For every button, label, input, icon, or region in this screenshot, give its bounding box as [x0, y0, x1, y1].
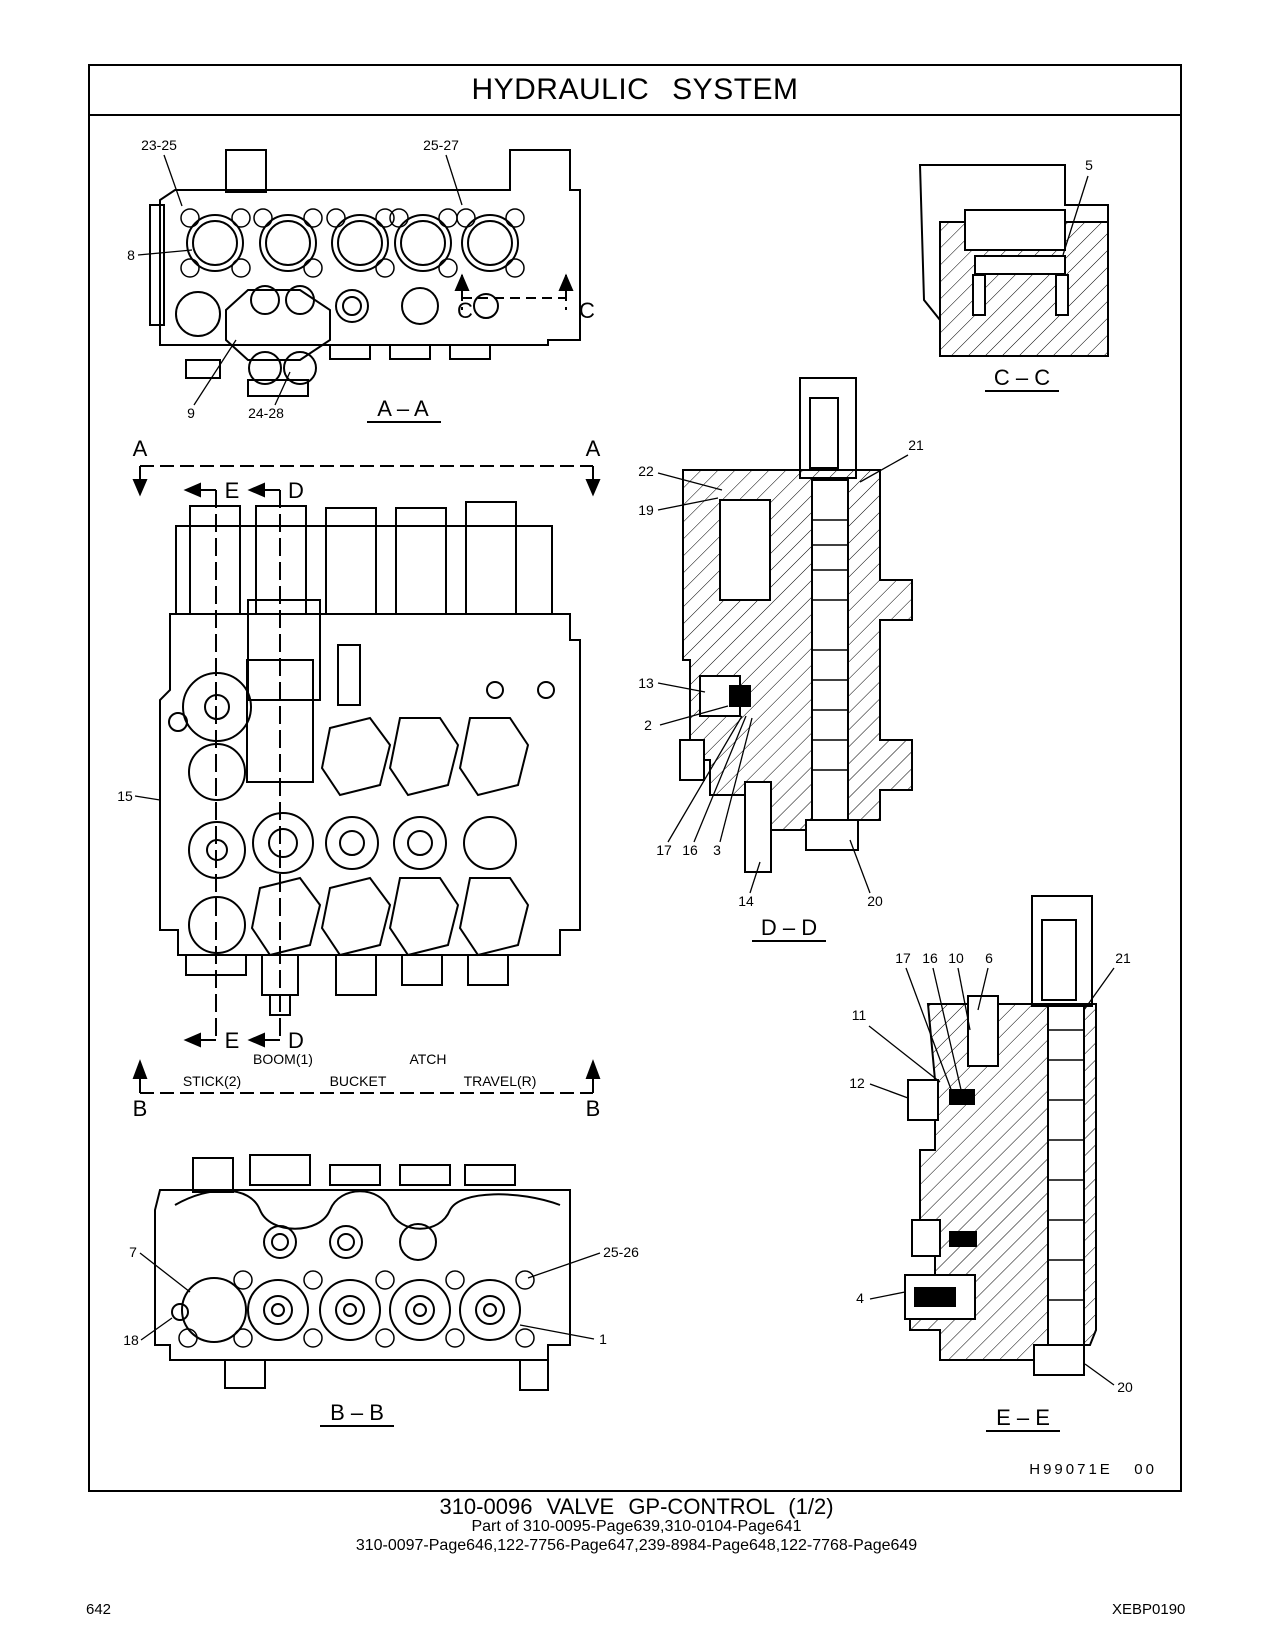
document-code: XEBP0190	[1112, 1601, 1186, 1618]
caption-title: 310-0096 VALVE GP-CONTROL (1/2)	[439, 1494, 834, 1519]
callout: 20	[867, 893, 883, 909]
caption-line-1: Part of 310-0095-Page639,310-0104-Page64…	[471, 1518, 802, 1535]
callout: 23-25	[141, 137, 177, 153]
cut-mark-c-right: C	[579, 298, 595, 323]
callout: 20	[1117, 1379, 1133, 1395]
section-label-boom: BOOM(1)	[253, 1051, 313, 1067]
callout: 5	[1085, 157, 1093, 173]
callout: 18	[123, 1332, 139, 1348]
callout: 21	[1115, 950, 1131, 966]
callout: 10	[948, 950, 964, 966]
callout: 17	[895, 950, 911, 966]
callout: 15	[117, 788, 133, 804]
cut-mark-d-top: D	[288, 478, 304, 503]
section-title-bb: B – B	[330, 1400, 384, 1425]
callouts-dd: 21 22 19 13 2 17 16 3 14 20	[638, 437, 924, 909]
callouts-bb: 7 25-26 18 1	[123, 1244, 639, 1348]
callouts-main: 15	[117, 788, 161, 804]
callout: 2	[644, 717, 652, 733]
view-main	[132, 465, 601, 1094]
page-number: 642	[86, 1601, 112, 1618]
callout: 16	[922, 950, 938, 966]
callout: 24-28	[248, 405, 284, 421]
spool-section-labels: STICK(2) BOOM(1) BUCKET ATCH TRAVEL(R)	[183, 1051, 537, 1089]
callout: 17	[656, 842, 672, 858]
caption-line-2: 310-0097-Page646,122-7756-Page647,239-89…	[355, 1537, 918, 1554]
callout: 1	[599, 1331, 607, 1347]
callout: 12	[849, 1075, 865, 1091]
view-bb	[154, 1154, 571, 1391]
view-ee	[904, 895, 1097, 1376]
callouts-cc: 5	[1062, 157, 1093, 256]
cut-mark-e-top: E	[225, 478, 240, 503]
callouts-aa: 23-25 25-27 8 9 24-28	[127, 137, 463, 421]
section-titles: A – A C – C D – D B – B E – E	[320, 365, 1060, 1432]
callout: 25-26	[603, 1244, 639, 1260]
drawing-id: H99071E 00	[1029, 1461, 1157, 1478]
callout: 3	[713, 842, 721, 858]
section-title-ee: E – E	[996, 1405, 1050, 1430]
aa-bolts	[180, 208, 525, 278]
view-aa	[149, 149, 581, 397]
callout: 4	[856, 1290, 864, 1306]
callout: 11	[852, 1007, 867, 1023]
cut-mark-b-right: B	[586, 1096, 601, 1121]
callout: 19	[638, 502, 654, 518]
view-dd	[679, 377, 913, 873]
section-title-aa: A – A	[377, 396, 429, 421]
section-label-atch: ATCH	[409, 1051, 446, 1067]
cut-mark-e-bottom: E	[225, 1028, 240, 1053]
section-label-stick: STICK(2)	[183, 1073, 241, 1089]
bb-ports	[247, 1279, 521, 1341]
view-cc	[918, 164, 1109, 357]
cut-mark-a-left: A	[133, 436, 148, 461]
cut-mark-letters: C C A A B B E D E D	[133, 298, 601, 1121]
section-title-dd: D – D	[761, 915, 817, 940]
callout: 25-27	[423, 137, 459, 153]
callout: 21	[908, 437, 924, 453]
cut-mark-a-right: A	[586, 436, 601, 461]
section-title-cc: C – C	[994, 365, 1050, 390]
callout: 9	[187, 405, 195, 421]
callout: 13	[638, 675, 654, 691]
cut-mark-b-left: B	[133, 1096, 148, 1121]
callout: 8	[127, 247, 135, 263]
drawing-frame: HYDRAULIC SYSTEM	[88, 64, 1182, 1492]
page-title: HYDRAULIC SYSTEM	[90, 66, 1180, 116]
callouts-ee: 17 16 10 6 21 11 12 4 20	[849, 950, 1133, 1395]
callout: 7	[129, 1244, 137, 1260]
callout: 14	[738, 893, 754, 909]
main-pads	[250, 716, 530, 957]
cut-line-cc	[461, 275, 567, 310]
callout: 6	[985, 950, 993, 966]
callout: 16	[682, 842, 698, 858]
aa-upper-ports	[186, 214, 519, 272]
cut-mark-d-bottom: D	[288, 1028, 304, 1053]
section-label-bucket: BUCKET	[330, 1073, 387, 1089]
section-label-travel: TRAVEL(R)	[464, 1073, 537, 1089]
cut-mark-c-left: C	[457, 298, 473, 323]
callout: 22	[638, 463, 654, 479]
